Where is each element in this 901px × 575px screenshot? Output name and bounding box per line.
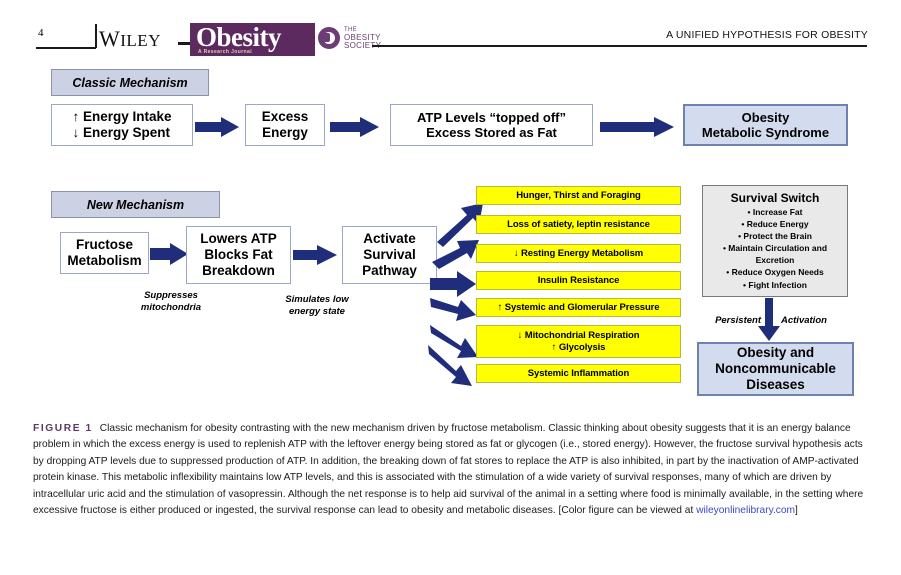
classic-box-atp-topped-off: ATP Levels “topped off” Excess Stored as… (390, 104, 593, 146)
activation-label: Activation (781, 315, 827, 326)
note2-line1: Simulates low (285, 294, 349, 305)
outcome-line1: ↑ Systemic and Glomerular Pressure (497, 301, 660, 313)
final-box-obesity-ncd: Obesity and Noncommunicable Diseases (697, 342, 854, 396)
new-box-lowers-atp: Lowers ATP Blocks Fat Breakdown (186, 226, 291, 284)
classic-arrow-3-icon (600, 117, 674, 137)
note1-line1: Suppresses (144, 290, 198, 301)
outcome-line2: ↑ Glycolysis (551, 341, 606, 353)
classic-arrow-1-icon (195, 117, 239, 137)
new-box-fructose-metabolism: Fructose Metabolism (60, 232, 149, 274)
final-box-line1: Obesity and (736, 345, 815, 361)
classic-box3-line1: ATP Levels “topped off” (416, 109, 567, 125)
classic-arrow-2-icon (330, 117, 379, 137)
new-box2-line1: Lowers ATP (200, 231, 277, 247)
persistent-activation-arrow-icon (758, 298, 780, 341)
new-box3-line3: Pathway (362, 262, 417, 278)
classic-box-excess-energy: Excess Energy (245, 104, 325, 146)
survival-switch-box: Survival Switch • Increase Fat • Reduce … (702, 185, 848, 297)
new-box2-line2: Blocks Fat (204, 247, 273, 263)
new-box3-line1: Activate (363, 231, 416, 247)
outcome-line1: Systemic Inflammation (527, 367, 630, 379)
outcome-line1: Insulin Resistance (537, 274, 620, 286)
classic-box1-line2: ↓ Energy Spent (72, 125, 170, 140)
wiley-logo: WILEY (99, 26, 161, 51)
final-box-line3: Diseases (746, 376, 805, 392)
page-number: 4 (38, 27, 44, 39)
new-mechanism-label: New Mechanism (51, 191, 220, 218)
outcome-box: Systemic Inflammation (476, 364, 681, 383)
wiley-dash (178, 42, 193, 45)
classic-box4-line2: Metabolic Syndrome (701, 125, 830, 140)
figure-caption-text: Classic mechanism for obesity contrastin… (33, 423, 864, 517)
new-box-activate-survival-pathway: Activate Survival Pathway (342, 226, 437, 284)
classic-box2-line2: Energy (262, 125, 308, 140)
survival-switch-item: • Reduce Energy (741, 219, 809, 230)
new-arrow-1-icon (150, 243, 188, 265)
outcome-box: Loss of satiety, leptin resistance (476, 215, 681, 234)
survival-switch-item: • Maintain Circulation and Excretion (722, 243, 828, 266)
outcome-box: ↓ Resting Energy Metabolism (476, 244, 681, 263)
page-header: 4 WILEY Obesity A Research Journal THE O… (0, 0, 901, 62)
classic-box-obesity-metabolic-syndrome: Obesity Metabolic Syndrome (683, 104, 848, 146)
outcome-box: Hunger, Thirst and Foraging (476, 186, 681, 205)
survival-switch-item: • Protect the Brain (738, 231, 812, 242)
classic-box3-line2: Excess Stored as Fat (426, 125, 557, 140)
outcome-line1: Hunger, Thirst and Foraging (516, 189, 641, 201)
outcome-line1: ↓ Resting Energy Metabolism (513, 247, 644, 259)
figure-caption-link[interactable]: wileyonlinelibrary.com (696, 505, 796, 517)
society-line-1: THE (344, 27, 357, 33)
figure-caption-label: FIGURE 1 (33, 423, 93, 434)
note1-line2: mitochondria (140, 301, 202, 313)
running-title: A UNIFIED HYPOTHESIS FOR OBESITY (666, 29, 868, 41)
final-box-line2: Noncommunicable (715, 361, 836, 377)
survival-switch-title: Survival Switch (730, 191, 820, 205)
persistent-label: Persistent (715, 315, 761, 326)
new-box2-line3: Breakdown (202, 262, 275, 278)
outcome-box: ↑ Systemic and Glomerular Pressure (476, 298, 681, 317)
classic-box4-line1: Obesity (741, 109, 790, 125)
outcome-line1: ↓ Mitochondrial Respiration (517, 330, 640, 342)
classic-box2-line1: Excess (261, 109, 309, 125)
new-box1-line1: Fructose (75, 237, 133, 253)
obesity-society-text: THE OBESITY SOCIETY (344, 26, 381, 51)
new-box1-line2: Metabolism (67, 253, 142, 268)
header-rule-right (372, 45, 867, 47)
note2-line2: energy state (289, 305, 345, 317)
survival-switch-item: • Reduce Oxygen Needs (726, 267, 824, 278)
figure-graphic: Classic Mechanism ↑ Energy Intake ↓ Ener… (51, 69, 854, 396)
obesity-society-ring-icon (318, 27, 340, 49)
note-simulates-low-energy-state: Simulates low energy state (262, 294, 372, 318)
header-vertical-bar (95, 24, 97, 48)
new-arrow-2-icon (293, 245, 337, 265)
survival-pathway-arrow-fan-icon (428, 203, 483, 386)
survival-switch-item: • Fight Infection (743, 279, 807, 290)
note-suppresses-mitochondria: Suppresses mitochondria (116, 290, 226, 314)
survival-switch-item: • Increase Fat (747, 207, 803, 218)
obesity-journal-logo: Obesity A Research Journal (190, 23, 315, 56)
society-line-3: SOCIETY (344, 41, 382, 51)
classic-mechanism-label: Classic Mechanism (51, 69, 209, 96)
obesity-logo-subtitle: A Research Journal (198, 49, 252, 55)
new-box3-line2: Survival (363, 247, 416, 263)
outcome-box: ↓ Mitochondrial Respiration ↑ Glycolysis (476, 325, 681, 358)
header-rule-left (36, 47, 96, 49)
obesity-logo-word: Obesity (196, 23, 282, 52)
outcome-line1: Loss of satiety, leptin resistance (507, 218, 650, 230)
classic-box1-line1: ↑ Energy Intake (72, 109, 172, 125)
society-line-2: OBESITY (344, 33, 381, 43)
classic-box-energy-balance: ↑ Energy Intake ↓ Energy Spent (51, 104, 193, 146)
figure-caption-text-end: ] (795, 505, 798, 517)
outcome-box: Insulin Resistance (476, 271, 681, 290)
